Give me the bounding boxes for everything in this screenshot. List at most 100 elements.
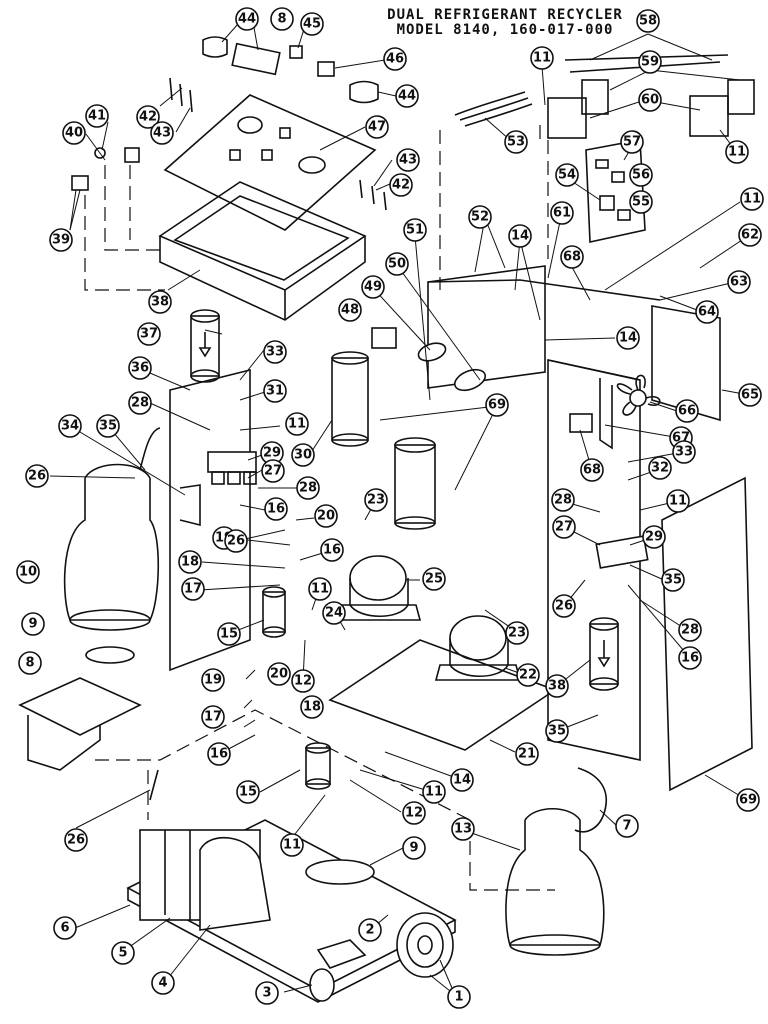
svg-text:8: 8	[25, 656, 34, 671]
callout-22: 22	[516, 663, 540, 687]
svg-text:20: 20	[270, 667, 288, 682]
svg-text:11: 11	[283, 838, 301, 853]
callout-16-b: 16	[320, 538, 344, 562]
callout-32: 32	[648, 456, 672, 480]
callout-15-b: 15	[236, 780, 260, 804]
svg-text:23: 23	[367, 493, 385, 508]
callout-14-a: 14	[508, 224, 532, 248]
svg-text:66: 66	[678, 404, 696, 419]
svg-text:60: 60	[641, 93, 659, 108]
svg-text:62: 62	[741, 228, 759, 243]
manifold-block-left	[207, 451, 257, 485]
callout-21: 21	[515, 742, 539, 766]
callout-11-h: 11	[280, 833, 304, 857]
svg-text:11: 11	[728, 145, 746, 160]
callout-30: 30	[291, 443, 315, 467]
svg-text:17: 17	[204, 710, 222, 725]
svg-text:49: 49	[364, 280, 382, 295]
callout-48: 48	[338, 298, 362, 322]
svg-text:47: 47	[368, 120, 386, 135]
svg-text:42: 42	[392, 178, 410, 193]
callout-54: 54	[555, 163, 579, 187]
callout-72: 69	[485, 393, 509, 417]
callout-5: 5	[111, 941, 135, 965]
callout-20-a: 20	[314, 504, 338, 528]
callout-11-a: 11	[530, 46, 554, 70]
left-inner-panel	[169, 368, 251, 672]
svg-text:5: 5	[118, 946, 127, 961]
callout-40: 40	[62, 121, 86, 145]
transformer-68	[569, 413, 593, 433]
svg-text:26: 26	[555, 599, 573, 614]
svg-text:20: 20	[317, 509, 335, 524]
callout-17-a: 17	[181, 577, 205, 601]
svg-text:56: 56	[632, 168, 650, 183]
callout-64: 64	[695, 300, 719, 324]
top-accessories	[71, 36, 387, 211]
callout-23-b: 23	[505, 621, 529, 645]
callout-3: 3	[255, 981, 279, 1005]
callout-43-a: 43	[150, 121, 174, 145]
svg-text:69: 69	[739, 793, 757, 808]
callout-53: 53	[504, 130, 528, 154]
svg-text:46: 46	[386, 52, 404, 67]
svg-text:40: 40	[65, 126, 83, 141]
svg-text:29: 29	[263, 446, 281, 461]
callout-26-d: 26	[64, 828, 88, 852]
svg-text:42: 42	[139, 110, 157, 125]
top-frame-38	[158, 181, 367, 321]
callout-34: 34	[58, 414, 82, 438]
callout-31: 31	[263, 379, 287, 403]
callout-59: 59	[638, 50, 662, 74]
callout-11-e: 11	[666, 489, 690, 513]
callout-61: 61	[550, 201, 574, 225]
svg-text:1: 1	[454, 990, 463, 1005]
callout-58: 58	[636, 9, 660, 33]
svg-text:19: 19	[204, 673, 222, 688]
compressor-25	[334, 555, 422, 621]
callout-13: 13	[451, 817, 475, 841]
svg-text:7: 7	[622, 819, 631, 834]
svg-text:10: 10	[19, 565, 37, 580]
diagram-title: DUAL REFRIGERANT RECYCLER MODEL 8140, 16…	[350, 8, 660, 38]
svg-text:39: 39	[52, 233, 70, 248]
svg-text:17: 17	[184, 582, 202, 597]
vacuum-pump	[139, 829, 271, 931]
svg-text:68: 68	[563, 250, 581, 265]
callout-11-b: 11	[725, 140, 749, 164]
callout-26-b: 26	[224, 529, 248, 553]
manifold-block-right	[595, 535, 649, 569]
callout-33-b: 33	[672, 440, 696, 464]
svg-text:11: 11	[669, 494, 687, 509]
callout-60: 60	[638, 88, 662, 112]
callout-18-a: 18	[178, 550, 202, 574]
callout-14-b: 14	[616, 326, 640, 350]
filter-drier-38-right	[589, 617, 619, 691]
svg-text:11: 11	[533, 51, 551, 66]
svg-text:23: 23	[508, 626, 526, 641]
svg-text:18: 18	[303, 700, 321, 715]
svg-text:27: 27	[555, 520, 573, 535]
svg-text:43: 43	[153, 126, 171, 141]
svg-text:24: 24	[325, 606, 343, 621]
svg-text:35: 35	[99, 419, 117, 434]
svg-text:33: 33	[675, 445, 693, 460]
filter-15-upper	[262, 586, 286, 638]
callout-6: 6	[53, 916, 77, 940]
callout-15-a: 15	[217, 622, 241, 646]
filter-15-lower	[305, 742, 331, 790]
svg-text:9: 9	[409, 841, 418, 856]
svg-text:54: 54	[558, 168, 576, 183]
svg-text:18: 18	[181, 555, 199, 570]
callout-12-b: 12	[402, 801, 426, 825]
callout-1: 1	[447, 985, 471, 1009]
svg-text:63: 63	[730, 275, 748, 290]
callout-29-a: 29	[260, 441, 284, 465]
callout-9-b: 9	[402, 836, 426, 860]
callout-69: 69	[736, 788, 760, 812]
svg-text:3: 3	[262, 986, 271, 1001]
title-line-2: MODEL 8140, 160-017-000	[396, 22, 614, 38]
callout-63: 63	[727, 270, 751, 294]
svg-text:43: 43	[399, 153, 417, 168]
callout-38-top: 38	[148, 290, 172, 314]
